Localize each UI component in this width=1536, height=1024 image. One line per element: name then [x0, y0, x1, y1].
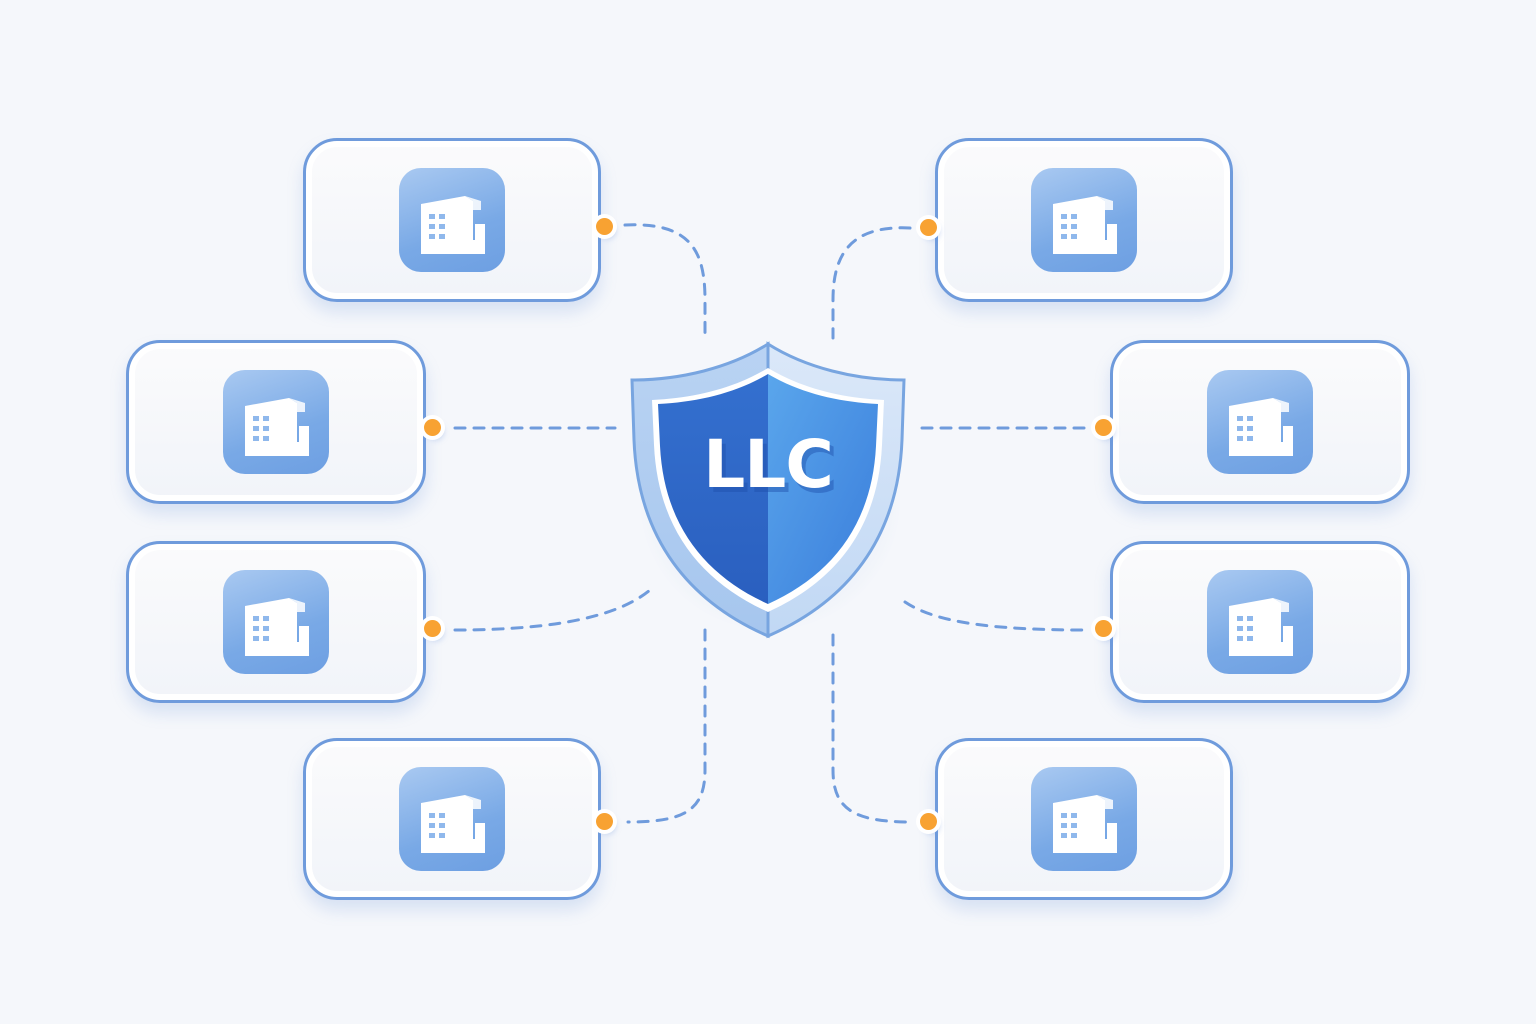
- connector-dot: [424, 620, 441, 637]
- building-icon: [399, 767, 505, 871]
- entity-node-top-right[interactable]: [935, 138, 1233, 302]
- entity-node-mid-left-lower[interactable]: [126, 541, 426, 703]
- shield-label: LLC: [703, 426, 834, 503]
- connector-dot: [920, 219, 937, 236]
- link-mid-right-lower: [903, 600, 1087, 632]
- connector-dot: [424, 419, 441, 436]
- connector-dot: [596, 218, 613, 235]
- connector-dot: [596, 813, 613, 830]
- building-icon: [1207, 570, 1313, 674]
- connector-dot: [1095, 419, 1112, 436]
- building-icon: [1207, 370, 1313, 474]
- building-icon: [223, 570, 329, 674]
- building-icon: [1031, 168, 1137, 272]
- entity-node-bottom-right[interactable]: [935, 738, 1233, 900]
- building-icon: [223, 370, 329, 474]
- llc-shield: LLC: [600, 330, 936, 660]
- link-top-left: [623, 223, 707, 337]
- entity-node-mid-right-upper[interactable]: [1110, 340, 1410, 504]
- link-top-right: [831, 226, 912, 340]
- entity-node-bottom-left[interactable]: [303, 738, 601, 900]
- shield-icon: [630, 341, 906, 639]
- entity-node-mid-right-lower[interactable]: [1110, 541, 1410, 703]
- connector-dot: [1095, 620, 1112, 637]
- building-icon: [1031, 767, 1137, 871]
- link-bottom-left: [626, 628, 707, 824]
- building-icon: [399, 168, 505, 272]
- link-bottom-right: [831, 633, 914, 824]
- entity-node-top-left[interactable]: [303, 138, 601, 302]
- connector-dot: [920, 813, 937, 830]
- entity-node-mid-left-upper[interactable]: [126, 340, 426, 504]
